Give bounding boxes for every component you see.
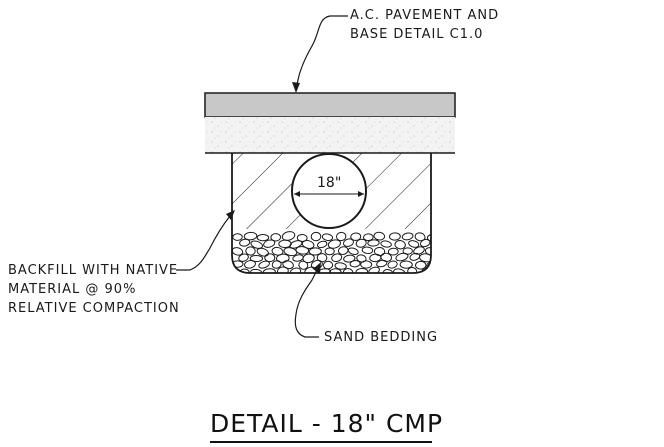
gravel-stone [401, 232, 414, 241]
gravel-stone [413, 246, 425, 255]
gravel-stone [264, 253, 276, 263]
gravel-stone [395, 252, 409, 262]
gravel-stone [337, 246, 349, 255]
gravel-stone [244, 260, 256, 269]
gravel-stone [349, 260, 361, 268]
pavement-leader-arrow [292, 82, 300, 93]
gravel-stone [238, 253, 249, 262]
gravel-stone [296, 233, 308, 242]
aggregate-base-texture [205, 117, 455, 153]
gravel-stone [336, 231, 347, 242]
gravel-stone [308, 247, 322, 256]
gravel-stone [389, 232, 401, 241]
dimension-arrow-left [294, 191, 300, 197]
gravel-stone [383, 269, 394, 273]
gravel-stone [363, 233, 374, 242]
gravel-stone [289, 267, 302, 273]
gravel-stone [426, 261, 431, 270]
gravel-stone [355, 238, 367, 248]
gravel-stone [310, 231, 322, 242]
gravel-stone [270, 233, 282, 242]
gravel-stone [258, 260, 270, 269]
gravel-stone [243, 231, 258, 241]
backfill-leader-arrow [226, 210, 235, 220]
gravel-stone [399, 260, 413, 269]
gravel-stone [324, 247, 335, 256]
gravel-stone [256, 234, 270, 242]
gravel-stone [250, 268, 263, 273]
backfill-label-line1: BACKFILL WITH NATIVE [8, 263, 179, 278]
gravel-stone [360, 260, 373, 269]
gravel-stone [239, 238, 251, 247]
ac-pavement-layer [204, 92, 456, 118]
gravel-stone [283, 247, 298, 257]
gravel-stone [356, 254, 367, 263]
backfill-label-line2: MATERIAL @ 90% [8, 282, 137, 297]
gravel-stone [277, 266, 289, 273]
gravel-stone [427, 233, 431, 243]
pavement-label: A.C. PAVEMENT AND BASE DETAIL C1.0 [350, 6, 499, 44]
gravel-stone [343, 254, 356, 263]
gravel-stone [394, 240, 406, 250]
gravel-stone [415, 260, 427, 270]
pavement-label-line2: BASE DETAIL C1.0 [350, 27, 484, 42]
dimension-arrow-right [358, 191, 364, 197]
gravel-stone [414, 232, 426, 242]
gravel-stone [331, 253, 343, 263]
gravel-stone [281, 231, 296, 241]
gravel-stone [380, 252, 393, 262]
gravel-stone [249, 255, 264, 263]
gravel-stone [321, 233, 334, 242]
gravel-stone [380, 240, 392, 248]
gravel-stone [373, 231, 386, 241]
gravel-stone [409, 252, 421, 261]
gravel-stone [334, 262, 347, 270]
dimension-label-mask [312, 176, 346, 193]
gravel-stone [278, 239, 292, 249]
gravel-stone [271, 260, 282, 269]
gravel-stone [408, 240, 420, 248]
gravel-stone [393, 268, 406, 273]
gravel-stone [373, 246, 386, 257]
gravel-stone [367, 239, 380, 247]
backfill-label-line3: RELATIVE COMPACTION [8, 301, 180, 316]
bedding-leader [294, 267, 319, 338]
gravel-stone [361, 246, 374, 254]
backfill-leader [176, 215, 231, 271]
gravel-stone [298, 260, 309, 270]
pavement-leader [295, 15, 348, 91]
pipe-size-label: 18" [317, 175, 342, 191]
gravel-stone [271, 246, 284, 256]
gravel-stone [387, 260, 398, 269]
gravel-stone [347, 247, 359, 255]
gravel-stone [355, 268, 369, 273]
gravel-stone [327, 239, 341, 249]
pavement-label-line1: A.C. PAVEMENT AND [350, 8, 500, 23]
detail-title: DETAIL - 18" CMP [210, 409, 444, 438]
backfill-label: BACKFILL WITH NATIVE MATERIAL @ 90% RELA… [8, 261, 180, 318]
gravel-stone [295, 246, 310, 255]
gravel-stone [419, 253, 431, 263]
gravel-stone [263, 239, 276, 248]
bedding-label: SAND BEDDING [324, 330, 439, 345]
gravel-stone [342, 238, 354, 247]
gravel-stone [302, 253, 315, 264]
gravel-stone [245, 246, 256, 256]
bedding-leader-arrow [313, 262, 321, 274]
gravel-stone [419, 238, 431, 248]
gravel-stone [387, 247, 399, 256]
gravel-stone [250, 240, 264, 249]
gravel-stone [316, 240, 328, 249]
trench-outline [231, 153, 432, 274]
gravel-stone [350, 232, 362, 241]
gravel-stone [376, 259, 388, 268]
